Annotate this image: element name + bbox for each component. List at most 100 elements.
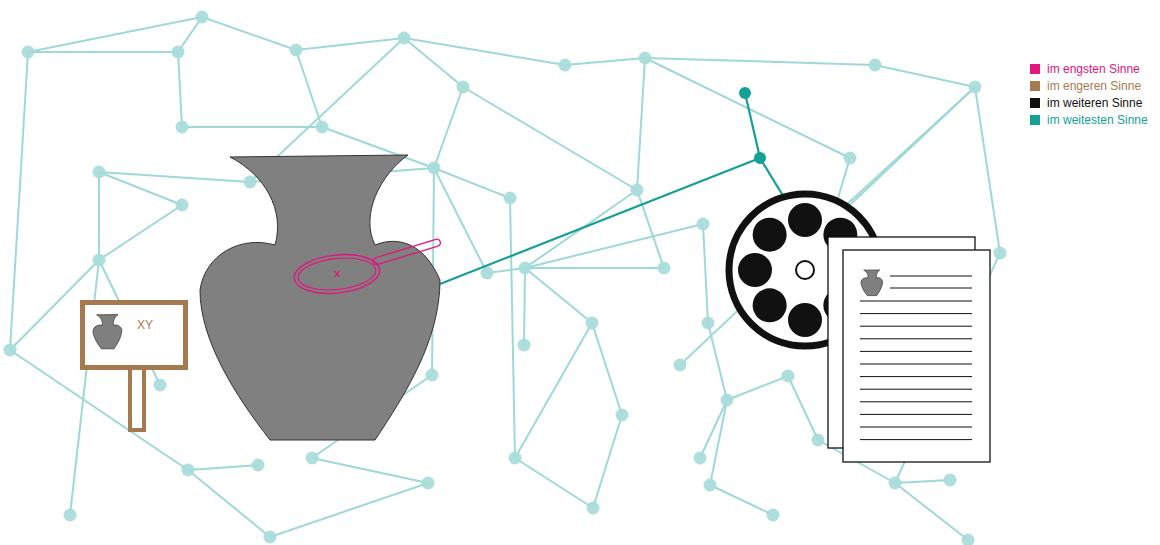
network-dot [587, 502, 600, 515]
network-dot [639, 52, 652, 65]
reel-hole [753, 288, 787, 322]
network-line [895, 480, 950, 483]
network-dot [504, 192, 517, 205]
network-dot [176, 121, 189, 134]
network-dot [694, 452, 707, 465]
network-dot [944, 474, 957, 487]
network-dot [869, 59, 882, 72]
network-line [99, 172, 250, 182]
network-line [510, 198, 515, 458]
vase-icon [861, 270, 883, 296]
legend-entry: im engsten Sinne [1030, 61, 1148, 78]
network-line [312, 458, 428, 483]
magnifier-lens: x [292, 253, 382, 295]
network-dot [889, 477, 902, 490]
vase-icon [93, 315, 122, 349]
network-dot [704, 479, 717, 492]
text-line [890, 288, 972, 289]
legend-text: im engsten Sinne [1047, 62, 1140, 76]
network-dot [631, 184, 644, 197]
link-line [745, 93, 760, 158]
network-line [525, 268, 592, 323]
network-line [188, 470, 270, 537]
network-dot [962, 534, 975, 545]
network-line [788, 376, 818, 440]
network-dot [252, 459, 265, 472]
network-line [182, 126, 322, 128]
text-line [860, 389, 972, 390]
network-line [703, 224, 708, 323]
legend-entry: im weiteren Sinne [1030, 95, 1148, 112]
network-dot [422, 477, 435, 490]
network-dot [674, 359, 687, 372]
network-dot [559, 59, 572, 72]
text-line [860, 326, 972, 327]
network-line [434, 87, 463, 168]
network [4, 11, 1007, 545]
network-line [404, 38, 463, 87]
legend: im engsten Sinneim engeren Sinneim weite… [1030, 61, 1148, 129]
text-line [860, 351, 972, 352]
network-dot [767, 509, 780, 522]
network-line [296, 50, 322, 127]
sign-post [130, 368, 144, 430]
network-line [645, 58, 850, 158]
network-line [727, 376, 788, 400]
legend-swatch [1030, 115, 1040, 125]
network-dot [721, 394, 734, 407]
lens-mark: x [334, 267, 340, 279]
network-line [188, 465, 258, 470]
network-line [565, 58, 645, 65]
network-dot [754, 152, 766, 164]
legend-entry: im weitesten Sinne [1030, 112, 1148, 129]
network-line [708, 323, 727, 400]
network-line [28, 51, 178, 53]
sign-board: XY [80, 300, 188, 370]
text-line [890, 276, 972, 277]
legend-swatch [1030, 64, 1040, 74]
network-line [592, 323, 622, 415]
network-line [178, 52, 182, 127]
network-dot [519, 262, 532, 275]
network-line [637, 58, 645, 190]
text-line [860, 364, 972, 365]
reel-hole [738, 253, 772, 287]
network-line [98, 172, 100, 260]
network-line [463, 87, 637, 190]
reel-hole [753, 218, 787, 252]
network-line [404, 38, 565, 65]
network-dot [4, 344, 17, 357]
network-line [832, 87, 975, 218]
network-line [296, 38, 404, 50]
network-line [875, 65, 975, 87]
network-dot [702, 317, 715, 330]
text-line [860, 301, 972, 302]
network-dot [264, 531, 277, 544]
text-line [860, 376, 972, 377]
network-dot [22, 46, 35, 59]
network-dot [426, 369, 439, 382]
legend-text: im weiteren Sinne [1047, 96, 1142, 110]
network-dot [154, 379, 167, 392]
text-line [860, 313, 972, 314]
network-line [70, 260, 99, 515]
network-dot [398, 32, 411, 45]
network-dot [428, 162, 441, 175]
text-line [860, 401, 972, 402]
network-dot [586, 317, 599, 330]
network-dot [844, 152, 857, 165]
network-line [710, 400, 727, 485]
network-dot [697, 218, 710, 231]
network-dot [93, 254, 106, 267]
legend-swatch [1030, 81, 1040, 91]
network-dot [182, 464, 195, 477]
network-line [710, 485, 773, 515]
network-line [895, 483, 968, 540]
network-line [525, 267, 664, 269]
network-dot [616, 409, 629, 422]
network-dot [509, 452, 522, 465]
network-line [515, 323, 592, 458]
